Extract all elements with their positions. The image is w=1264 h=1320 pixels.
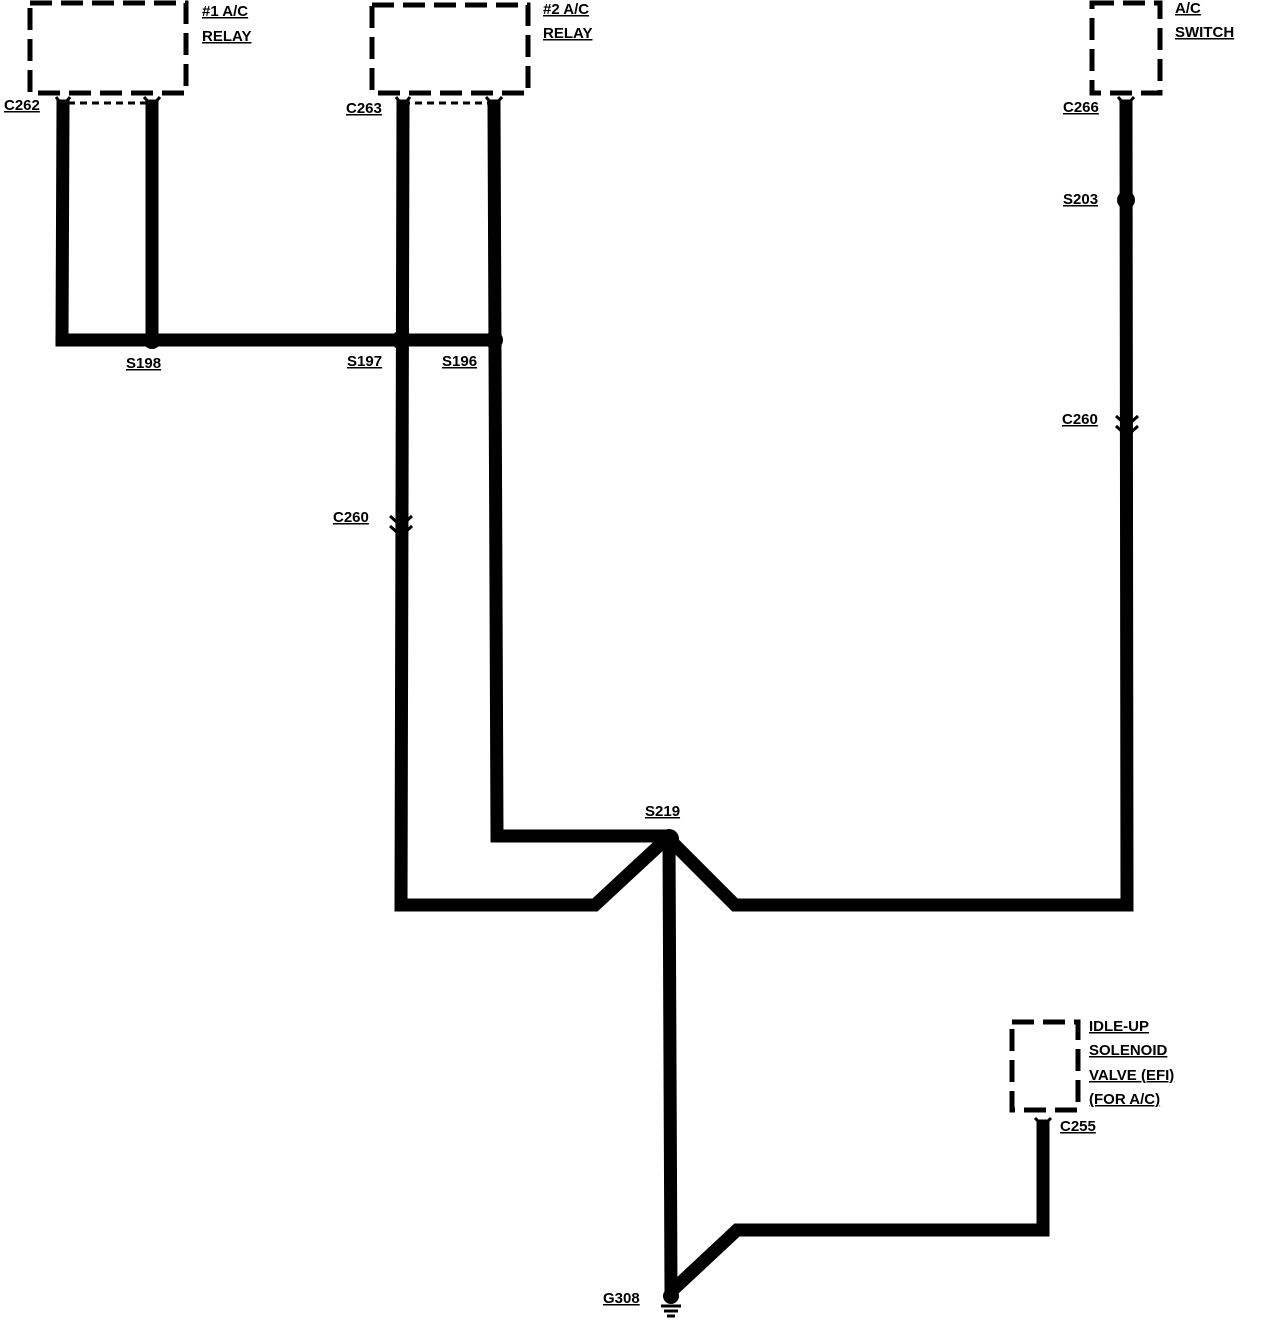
idle-up-label-line1: IDLE-UP: [1089, 1018, 1149, 1035]
connector-c260-right-label: C260: [1062, 411, 1098, 428]
ground-g308-icon: [661, 1288, 681, 1318]
relay1-label-line1: #1 A/C: [202, 3, 248, 20]
connector-c263-label: C263: [346, 100, 382, 117]
idle-up-box: [1009, 1019, 1081, 1113]
relay2-label-line2: RELAY: [543, 25, 592, 42]
ac-switch-box: [1089, 0, 1163, 96]
connector-c262-symbol: [54, 96, 162, 109]
connector-c255-symbol: [1033, 1116, 1053, 1129]
wire-c266-to-s219: [662, 99, 1134, 912]
splice-s198-label: S198: [126, 355, 161, 372]
connector-c262-label: C262: [4, 97, 40, 114]
relay1-box: [27, 0, 189, 96]
ac-switch-label-line2: SWITCH: [1175, 24, 1234, 41]
splice-s203: [1117, 191, 1135, 209]
idle-up-label-line2: SOLENOID: [1089, 1042, 1168, 1059]
wire-c262-to-s197: [55, 99, 407, 347]
idle-up-label-line3: VALVE (EFI): [1089, 1067, 1174, 1084]
wire-s219-to-g308: [662, 833, 678, 1297]
splice-s203-label: S203: [1063, 191, 1098, 208]
relay2-label-line1: #2 A/C: [543, 1, 589, 18]
ac-switch-label-line1: A/C: [1175, 0, 1201, 17]
connector-c255-label: C255: [1060, 1118, 1096, 1135]
connector-c263-symbol: [394, 96, 504, 109]
connector-c266-symbol: [1116, 96, 1136, 109]
splice-s219: [659, 829, 679, 849]
splice-s196: [485, 331, 503, 349]
wire-c255-to-g308: [666, 1119, 1050, 1297]
splice-s197: [391, 331, 409, 349]
wire-c263-to-s219: [394, 99, 675, 912]
idle-up-label-line4: (FOR A/C): [1089, 1091, 1160, 1108]
splice-s197-label: S197: [347, 353, 382, 370]
connector-c266-label: C266: [1063, 99, 1099, 116]
ground-g308-label: G308: [603, 1290, 640, 1307]
splice-s198: [143, 331, 161, 349]
connector-c260-left-label: C260: [333, 509, 369, 526]
connector-c260-left-symbol: [388, 514, 414, 539]
wire-relay2-to-s219: [487, 99, 672, 843]
splice-s219-label: S219: [645, 803, 680, 820]
connector-c260-right-symbol: [1114, 414, 1140, 439]
relay2-box: [369, 2, 531, 96]
splice-s196-label: S196: [442, 353, 477, 370]
relay1-label-line2: RELAY: [202, 28, 251, 45]
